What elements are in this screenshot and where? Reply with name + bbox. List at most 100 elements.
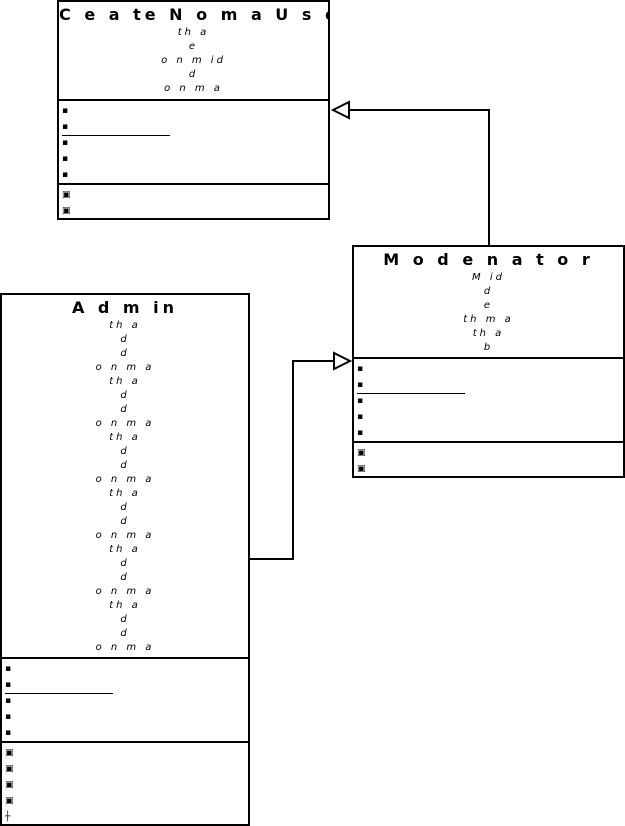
attribute-marker-icon: ▪ — [5, 712, 12, 722]
attribute: ▪ — [5, 693, 248, 709]
stereotype-line: o n m a — [95, 530, 155, 541]
class-non-moderator-user[interactable]: C e a te N o m a U s e r th a e o n m id… — [57, 0, 330, 220]
attribute: ▪ — [357, 425, 623, 441]
attributes-compartment: ▪ ▪ ▪ ▪ ▪ — [2, 659, 248, 743]
operation: ▣ — [62, 187, 328, 203]
stereotype-line: d — [483, 286, 494, 297]
operations-compartment: ▣ ▣ — [59, 185, 328, 218]
stereotype-line: M id — [472, 272, 505, 283]
operation-marker-icon: ▣ — [5, 764, 14, 774]
stereotype-line: th a — [109, 376, 141, 387]
attribute: ▪ — [62, 135, 328, 151]
stereotype-line: o n m a — [95, 474, 155, 485]
operation-marker-icon: ▣ — [5, 780, 14, 790]
attribute: ▪ — [357, 377, 623, 393]
stereotype-line: o n m a — [95, 418, 155, 429]
attribute-marker-icon: ▪ — [357, 396, 364, 406]
class-admin[interactable]: A d m in th a d d o n m a th a d d o n m… — [0, 293, 250, 826]
operation: ┼ — [5, 809, 248, 824]
attributes-compartment: ▪ ▪ ▪ ▪ ▪ — [354, 359, 623, 443]
class-header: M o d e n a t o r M id d e th m a th a b — [354, 247, 623, 359]
class-header: A d m in th a d d o n m a th a d d o n m… — [2, 295, 248, 659]
operation-marker-icon: ┼ — [5, 812, 11, 822]
static-underline — [62, 135, 170, 136]
stereotype-line: th a — [109, 600, 141, 611]
operation: ▣ — [5, 777, 248, 793]
stereotype-line: d — [120, 348, 130, 359]
operation-marker-icon: ▣ — [62, 206, 71, 216]
inheritance-arrowhead-icon — [330, 100, 350, 120]
class-name: A d m in — [71, 298, 179, 317]
stereotype-line: d — [120, 460, 130, 471]
generalization-line-moderator-to-user[interactable] — [349, 109, 490, 245]
operation-marker-icon: ▣ — [5, 748, 14, 758]
class-name: M o d e n a t o r — [383, 250, 594, 269]
attribute-marker-icon: ▪ — [357, 412, 364, 422]
stereotype-line: th a — [472, 328, 505, 339]
operation-marker-icon: ▣ — [357, 448, 366, 458]
attribute: ▪ — [62, 151, 328, 167]
attribute: ▪ — [5, 725, 248, 741]
attribute-marker-icon: ▪ — [357, 380, 364, 390]
stereotype-line: th a — [109, 488, 141, 499]
attribute-marker-icon: ▪ — [62, 122, 69, 132]
class-moderator[interactable]: M o d e n a t o r M id d e th m a th a b… — [352, 245, 625, 478]
class-header: C e a te N o m a U s e r th a e o n m id… — [59, 2, 328, 101]
attribute: ▪ — [5, 677, 248, 693]
operations-compartment: ▣ ▣ ▣ ▣ ┼ — [2, 743, 248, 824]
operations-compartment: ▣ ▣ — [354, 443, 623, 476]
attribute-marker-icon: ▪ — [5, 664, 12, 674]
stereotype-line: d — [120, 614, 130, 625]
operation: ▣ — [62, 203, 328, 218]
operation: ▣ — [357, 461, 623, 476]
attribute-marker-icon: ▪ — [5, 728, 12, 738]
attribute-marker-icon: ▪ — [62, 138, 69, 148]
class-name: C e a te N o m a U s e r — [59, 5, 328, 24]
attribute: ▪ — [357, 393, 623, 409]
attribute-marker-icon: ▪ — [62, 170, 69, 180]
operation: ▣ — [5, 745, 248, 761]
attribute: ▪ — [62, 119, 328, 135]
attribute: ▪ — [62, 103, 328, 119]
attribute-marker-icon: ▪ — [357, 428, 364, 438]
stereotype-line: o n m id — [161, 55, 226, 66]
stereotype-line: d — [120, 390, 130, 401]
operation-marker-icon: ▣ — [5, 796, 14, 806]
stereotype-line: d — [120, 502, 130, 513]
stereotype-line: th a — [109, 544, 141, 555]
static-underline — [357, 393, 465, 394]
stereotype-line: d — [120, 334, 130, 345]
stereotype-line: b — [483, 342, 494, 353]
attribute: ▪ — [357, 361, 623, 377]
stereotype-line: e — [483, 300, 494, 311]
attribute-marker-icon: ▪ — [62, 106, 69, 116]
attributes-compartment: ▪ ▪ ▪ ▪ ▪ — [59, 101, 328, 185]
generalization-line-admin-to-moderator[interactable] — [250, 360, 334, 560]
stereotype-line: o n m a — [95, 586, 155, 597]
attribute: ▪ — [5, 661, 248, 677]
stereotype-line: th m a — [463, 314, 514, 325]
stereotype-line: d — [120, 446, 130, 457]
static-underline — [5, 693, 113, 694]
operation-marker-icon: ▣ — [62, 190, 71, 200]
stereotype-line: th a — [109, 320, 141, 331]
stereotype-line: o n m a — [164, 83, 223, 94]
attribute: ▪ — [62, 167, 328, 183]
stereotype-line: d — [120, 558, 130, 569]
stereotype-line: d — [120, 404, 130, 415]
stereotype-line: d — [120, 516, 130, 527]
stereotype-line: d — [120, 628, 130, 639]
stereotype-line: th a — [109, 432, 141, 443]
stereotype-line: e — [188, 41, 199, 52]
attribute: ▪ — [5, 709, 248, 725]
stereotype-line: th a — [177, 27, 210, 38]
attribute-marker-icon: ▪ — [357, 364, 364, 374]
operation: ▣ — [357, 445, 623, 461]
stereotype-line: o n m a — [95, 642, 155, 653]
stereotype-line: o n m a — [95, 362, 155, 373]
attribute-marker-icon: ▪ — [5, 680, 12, 690]
stereotype-line: d — [188, 69, 199, 80]
stereotype-line: d — [120, 572, 130, 583]
operation: ▣ — [5, 761, 248, 777]
inheritance-arrowhead-icon — [333, 351, 353, 371]
